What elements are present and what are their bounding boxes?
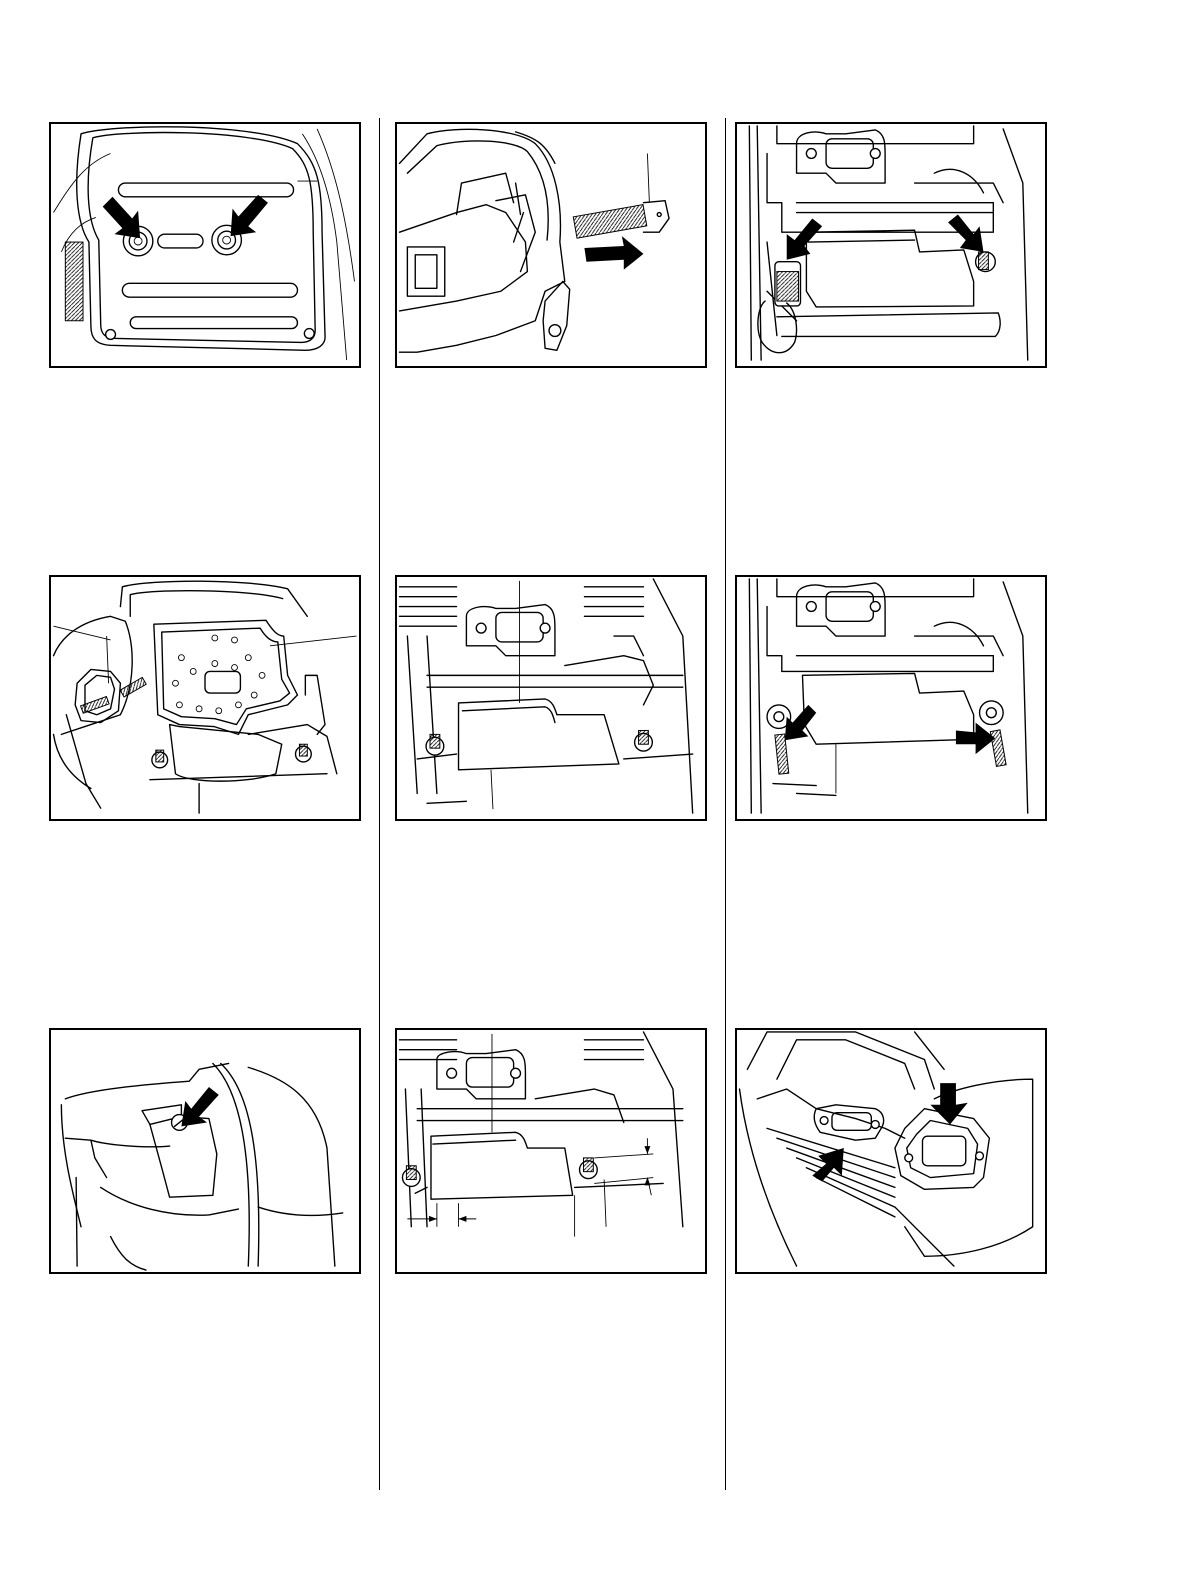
arrow-icon	[812, 1148, 843, 1181]
figure-muffler-body	[395, 575, 707, 821]
arrow-icon	[231, 195, 268, 236]
figure-cover-screw	[49, 1028, 361, 1274]
muffler-bolts-illustration	[737, 124, 1045, 366]
muffler-gap-illustration	[397, 1030, 705, 1272]
figure-studs	[735, 575, 1047, 821]
figure-spark-arrestor-screen	[395, 122, 707, 368]
cover-screw-illustration	[51, 1030, 359, 1272]
muffler-body-illustration	[397, 577, 705, 819]
figure-muffler-cover	[49, 122, 361, 368]
figure-muffler-bolts-wrench	[735, 122, 1047, 368]
arrow-icon	[956, 723, 995, 754]
arrow-icon	[787, 218, 822, 259]
arrow-icon	[181, 1087, 218, 1126]
figure-muffler-heat-plate	[49, 575, 361, 821]
muffler-cover-illustration	[51, 124, 359, 366]
figure-muffler-gap	[395, 1028, 707, 1274]
spark-arrestor-illustration	[397, 124, 705, 366]
arrow-icon	[584, 236, 643, 269]
studs-illustration	[737, 577, 1045, 819]
heat-plate-illustration	[51, 577, 359, 819]
arrow-icon	[948, 215, 983, 252]
exhaust-gaskets-illustration	[737, 1030, 1045, 1272]
column-divider-right	[725, 118, 726, 1490]
column-divider-left	[379, 118, 380, 1490]
figure-exhaust-gaskets	[735, 1028, 1047, 1274]
arrow-icon	[103, 197, 140, 238]
